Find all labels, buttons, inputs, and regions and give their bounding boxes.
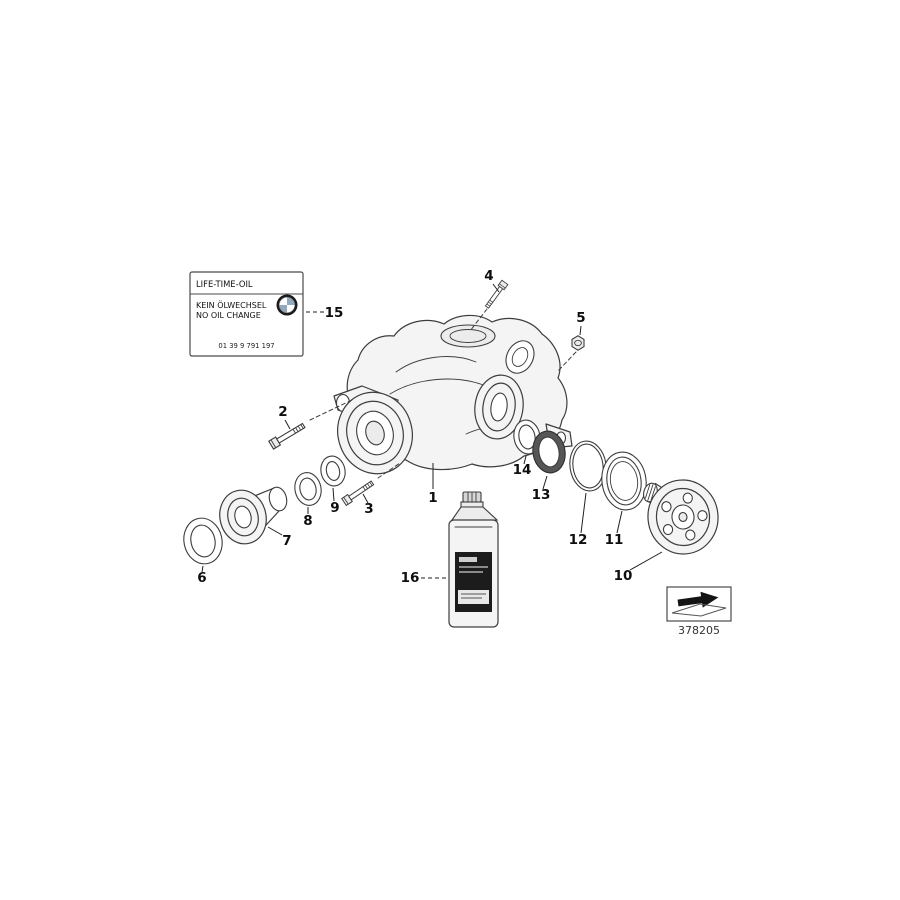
assembly-axis-dash-2 xyxy=(309,399,353,421)
mount-bolt-2 xyxy=(268,421,307,450)
callout-4: 4 xyxy=(484,268,493,284)
callout-12: 12 xyxy=(569,532,588,548)
direction-arrow-icon xyxy=(666,586,732,622)
callout-14: 14 xyxy=(513,462,532,478)
o-ring-8 xyxy=(294,472,322,506)
callout-9: 9 xyxy=(330,500,339,516)
assembly-axis-dash-5 xyxy=(557,351,577,372)
cover-bolt-4 xyxy=(483,279,509,310)
collar-nut-5 xyxy=(571,335,585,351)
output-flange-7 xyxy=(219,486,288,545)
callout-8: 8 xyxy=(303,513,312,529)
bmw-roundel-icon xyxy=(276,294,298,316)
sticker-line1: KEIN ÖLWECHSEL xyxy=(196,300,267,310)
diagram-code: 378205 xyxy=(678,624,720,637)
radial-seal-13 xyxy=(532,430,566,474)
sticker-part-number: 01 39 9 791 197 xyxy=(218,342,274,350)
callout-3: 3 xyxy=(364,501,373,517)
callout-10: 10 xyxy=(614,568,633,584)
callout-16: 16 xyxy=(401,570,420,586)
side-opening xyxy=(474,374,524,440)
shaft-seal-6 xyxy=(183,517,223,565)
callout-6: 6 xyxy=(197,570,206,586)
callout-15: 15 xyxy=(325,305,344,321)
lifetime-oil-sticker: LIFE-TIME-OIL KEIN ÖLWECHSEL NO OIL CHAN… xyxy=(189,271,304,357)
callout-labels: 1 2 3 4 5 6 7 8 9 10 11 12 13 14 15 16 xyxy=(197,268,632,586)
gasket-ring-11 xyxy=(601,451,647,511)
leader-lines xyxy=(201,283,663,579)
drive-flange-10 xyxy=(643,479,719,555)
differential-housing xyxy=(333,314,573,475)
callout-11: 11 xyxy=(605,532,624,548)
sticker-title: LIFE-TIME-OIL xyxy=(196,279,253,289)
input-opening xyxy=(440,324,496,348)
assembly-axis-dash-3 xyxy=(377,462,401,479)
callout-2: 2 xyxy=(278,404,287,420)
lock-ring-9 xyxy=(320,455,346,487)
callout-7: 7 xyxy=(282,533,291,549)
callout-13: 13 xyxy=(532,487,551,503)
pinion-collar xyxy=(505,340,535,374)
oil-bottle xyxy=(448,491,499,628)
assembly-axis-dash-4 xyxy=(469,308,488,332)
callout-5: 5 xyxy=(576,310,585,326)
callout-1: 1 xyxy=(428,490,437,506)
shim-ring-12 xyxy=(569,440,607,492)
sticker-line2: NO OIL CHANGE xyxy=(196,311,261,320)
